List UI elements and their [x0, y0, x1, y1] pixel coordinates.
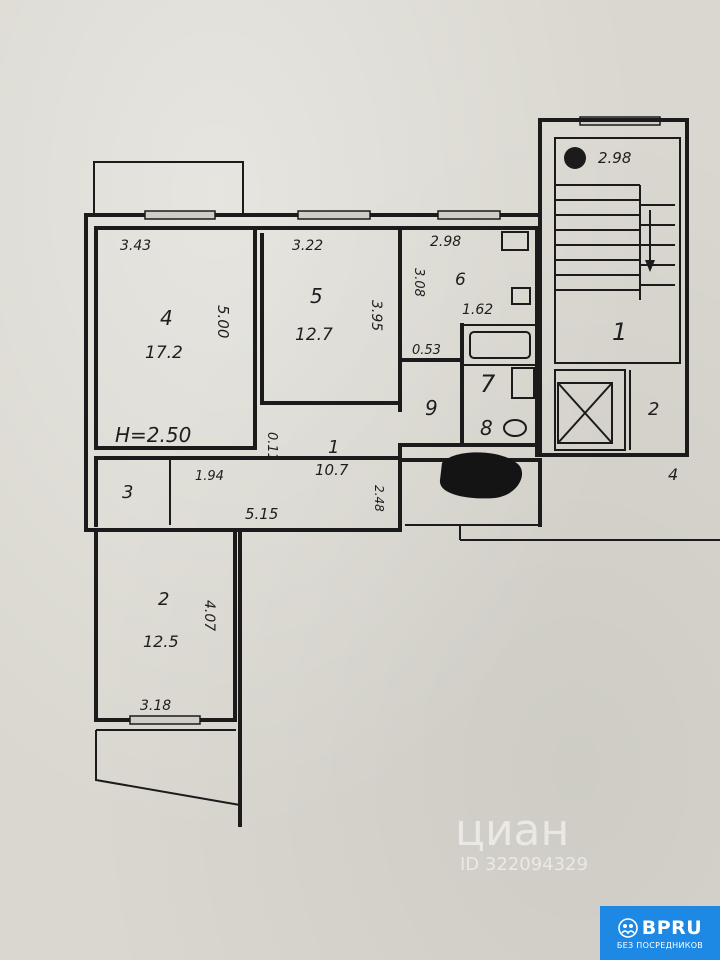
ceiling-height: H=2.50: [115, 423, 191, 447]
bpru-logo-text: BPRU: [641, 916, 703, 939]
room-6-number: 6: [455, 270, 466, 290]
balcony-top: [93, 161, 244, 215]
stair-steps: [555, 184, 675, 300]
bpru-subtitle: БЕЗ ПОСРЕДНИКОВ: [616, 940, 704, 950]
room-4-labels: 3.43 4 17.2 5.00 H=2.50: [115, 238, 232, 447]
watermark-brand: циан: [455, 805, 569, 856]
room-5-area: 12.7: [295, 325, 333, 345]
watermark-id: ID 322094329: [460, 854, 588, 875]
stairwell-labels: 2.98 1 2 4: [598, 149, 678, 484]
room-8-number: 8: [480, 416, 493, 440]
room-6-width: 2.98: [430, 234, 461, 250]
room-6-labels: 2.98 6 3.08 1.62: [411, 234, 493, 318]
stairwell-label-4: 4: [668, 465, 678, 484]
people-icon: [617, 917, 638, 938]
room-4-width: 3.43: [120, 238, 151, 254]
room-3-number: 3: [122, 482, 133, 503]
stairwell-label-1: 1: [612, 318, 627, 346]
entry-dim: 2.48: [372, 485, 386, 512]
room-4-area: 17.2: [145, 343, 183, 363]
room-2-number: 2: [158, 589, 169, 610]
hall-dim-b: 5.15: [245, 505, 278, 523]
room-2-labels: 2 12.5 4.07 3.18: [140, 589, 217, 714]
room-9-number: 9: [425, 396, 438, 420]
balcony-bottom: [95, 729, 241, 806]
room-3-labels: 3 1.94: [122, 469, 224, 503]
windows: [129, 116, 661, 725]
bath-labels: 0.53 7 8 9: [412, 343, 496, 440]
apartment-walls: [84, 213, 720, 827]
room-6-extra: 1.62: [462, 302, 493, 318]
stairwell-label-2: 2: [648, 399, 659, 420]
room-6-length: 3.08: [411, 268, 426, 297]
room-2-width: 3.18: [140, 698, 171, 714]
room-7-number: 7: [480, 370, 496, 398]
room-2-length: 4.07: [201, 600, 217, 631]
hall-dim-a: 0.11: [264, 432, 279, 461]
hall-number: 1: [328, 437, 339, 458]
room-5-labels: 3.22 5 12.7 3.95: [292, 238, 384, 345]
room-5-width: 3.22: [292, 238, 323, 254]
room-5-number: 5: [310, 284, 323, 308]
bpru-logo-row: BPRU: [617, 916, 703, 939]
cian-watermark: циан ID 322094329: [455, 805, 588, 875]
room-4-number: 4: [160, 306, 173, 330]
stairwell-width: 2.98: [598, 149, 631, 167]
redaction-mark: [439, 452, 523, 499]
bath-fixtures: [469, 231, 535, 437]
room-7-dim: 0.53: [412, 343, 441, 358]
room-2-area: 12.5: [143, 632, 179, 651]
bpru-badge[interactable]: BPRU БЕЗ ПОСРЕДНИКОВ: [600, 906, 720, 960]
room-4-length: 5.00: [214, 305, 232, 338]
chute-icon: [564, 147, 586, 169]
hall-area: 10.7: [315, 461, 349, 479]
hall-labels: 1 10.7 0.11 5.15 2.48: [245, 432, 386, 523]
room-5-length: 3.95: [368, 300, 384, 331]
room-3-dim: 1.94: [195, 469, 224, 484]
stairwell: [538, 118, 689, 457]
